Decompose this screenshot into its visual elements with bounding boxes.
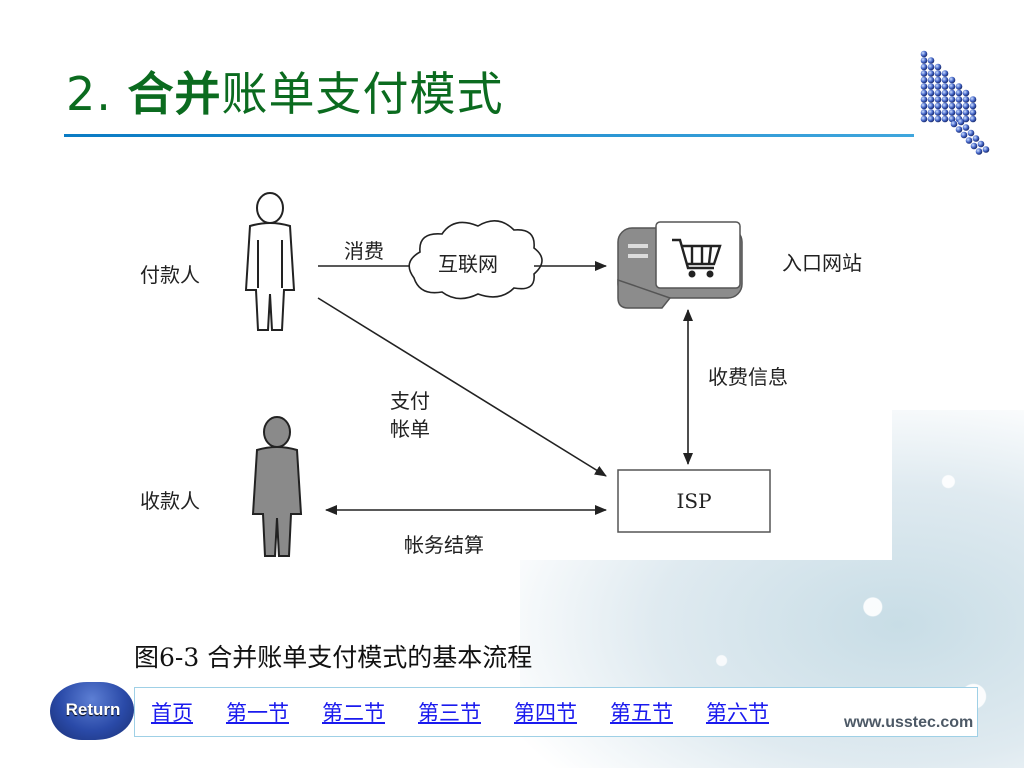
title-rest: 账单支付模式 xyxy=(221,67,504,121)
nav-link-home[interactable]: 首页 xyxy=(151,701,193,725)
pay-bill-label-line2: 帐单 xyxy=(390,417,430,441)
person-filled-icon xyxy=(251,416,303,557)
pay-bill-arrow xyxy=(317,297,607,477)
settlement-label: 帐务结算 xyxy=(404,533,484,557)
return-button-label: Return xyxy=(65,700,121,719)
isp-label: ISP xyxy=(676,489,711,513)
person-outline-icon xyxy=(244,192,296,331)
title-underline xyxy=(64,134,914,137)
nav-link-section-4[interactable]: 第四节 xyxy=(514,701,577,725)
shopping-cart-site-icon xyxy=(617,221,743,309)
nav-link-section-3[interactable]: 第三节 xyxy=(418,701,481,725)
slide-title: 2. 合并账单支付模式 xyxy=(66,58,504,124)
title-number: 2. xyxy=(66,67,112,121)
site-watermark: www.usstec.com xyxy=(844,714,974,731)
return-button[interactable]: Return xyxy=(50,682,134,740)
diagram-svg: 付款人 收款人 消费 互联网 xyxy=(140,192,862,557)
fee-info-label: 收费信息 xyxy=(708,365,788,389)
pay-bill-label-line1: 支付 xyxy=(390,389,430,413)
payer-label: 付款人 xyxy=(140,263,200,287)
nav-link-section-6[interactable]: 第六节 xyxy=(706,701,769,725)
isp-box xyxy=(617,469,771,533)
return-button-shape xyxy=(50,682,134,740)
payment-flow-diagram: 付款人 收款人 消费 互联网 xyxy=(122,170,892,560)
payee-label: 收款人 xyxy=(140,489,200,513)
internet-label: 互联网 xyxy=(438,252,498,276)
portal-label: 入口网站 xyxy=(782,251,862,275)
consume-label: 消费 xyxy=(344,239,384,263)
nav-link-section-1[interactable]: 第一节 xyxy=(226,701,289,725)
nav-link-section-5[interactable]: 第五节 xyxy=(610,701,673,725)
title-bold-part: 合并 xyxy=(127,67,222,121)
figure-caption: 图6-3 合并账单支付模式的基本流程 xyxy=(134,643,533,672)
dotted-arrow-cursor-icon xyxy=(920,50,990,155)
section-nav-bar: 首页 第一节 第二节 第三节 第四节 第五节 第六节 xyxy=(134,687,978,737)
cloud-icon xyxy=(408,220,543,300)
nav-link-section-2[interactable]: 第二节 xyxy=(322,701,385,725)
